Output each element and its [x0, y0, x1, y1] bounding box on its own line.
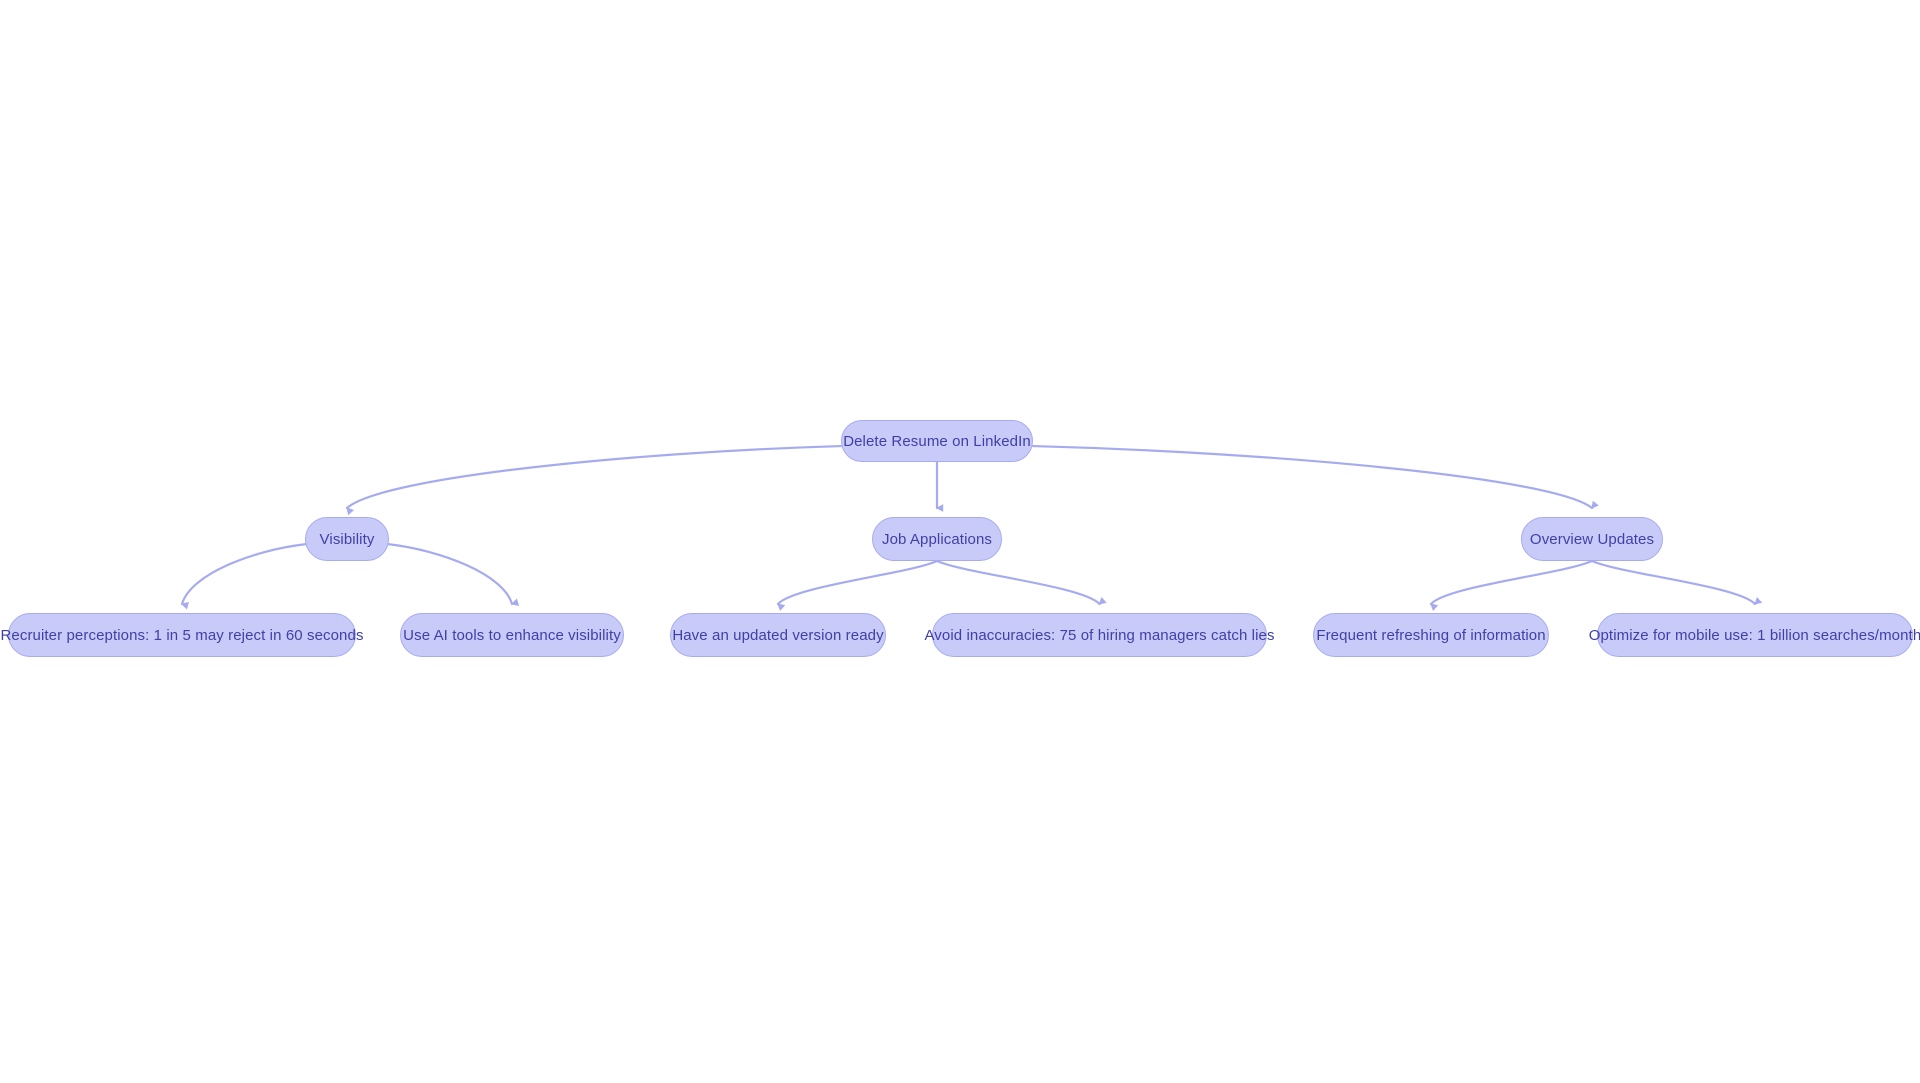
- edge-overview-updates-to-frequent-refreshing: [1429, 559, 1594, 612]
- node-frequent-refreshing[interactable]: Frequent refreshing of information: [1313, 613, 1549, 657]
- node-mobile-optimize[interactable]: Optimize for mobile use: 1 billion searc…: [1589, 613, 1920, 657]
- node-root[interactable]: Delete Resume on LinkedIn: [841, 420, 1033, 462]
- edge-job-applications-to-avoid-inaccuracies: [935, 559, 1107, 606]
- node-overview-updates[interactable]: Overview Updates: [1521, 517, 1663, 561]
- node-updated-version[interactable]: Have an updated version ready: [670, 613, 886, 657]
- node-overview-updates-label: Overview Updates: [1529, 530, 1655, 548]
- node-visibility[interactable]: Visibility: [305, 517, 389, 561]
- edge-root-to-visibility: [345, 444, 843, 516]
- node-job-applications[interactable]: Job Applications: [872, 517, 1002, 561]
- edge-visibility-to-ai-tools: [387, 543, 520, 607]
- node-avoid-inaccuracies[interactable]: Avoid inaccuracies: 75 of hiring manager…: [924, 613, 1274, 657]
- node-updated-version-label: Have an updated version ready: [672, 626, 884, 644]
- node-job-applications-label: Job Applications: [881, 530, 992, 548]
- edge-root-to-overview-updates: [1031, 444, 1599, 510]
- node-recruiter-perceptions-label: Recruiter perceptions: 1 in 5 may reject…: [0, 626, 364, 644]
- node-frequent-refreshing-label: Frequent refreshing of information: [1316, 626, 1546, 644]
- node-ai-tools-label: Use AI tools to enhance visibility: [403, 626, 621, 644]
- node-visibility-label: Visibility: [319, 530, 375, 548]
- node-avoid-inaccuracies-label: Avoid inaccuracies: 75 of hiring manager…: [924, 626, 1275, 644]
- edge-job-applications-to-updated-version: [776, 559, 939, 612]
- node-mobile-optimize-label: Optimize for mobile use: 1 billion searc…: [1588, 626, 1920, 644]
- edge-overview-updates-to-mobile-optimize: [1590, 559, 1763, 606]
- node-recruiter-perceptions[interactable]: Recruiter perceptions: 1 in 5 may reject…: [0, 613, 363, 657]
- node-ai-tools[interactable]: Use AI tools to enhance visibility: [400, 613, 624, 657]
- node-root-label: Delete Resume on LinkedIn: [843, 432, 1031, 450]
- edge-visibility-to-recruiter-perceptions: [180, 543, 307, 610]
